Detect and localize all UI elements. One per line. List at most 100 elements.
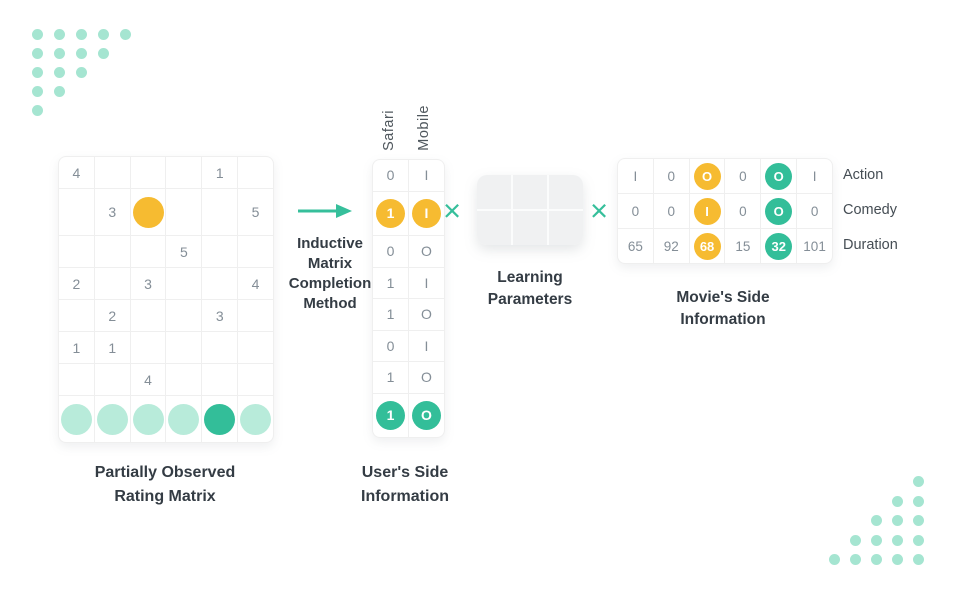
matrix-cell: 68 bbox=[689, 229, 725, 263]
cell-value: O bbox=[421, 243, 432, 260]
matrix-cell bbox=[130, 157, 166, 188]
cell-value: 0 bbox=[386, 337, 395, 354]
highlight-circle-teal: 1 bbox=[376, 400, 405, 430]
matrix-cell: O bbox=[409, 236, 444, 267]
matrix-cell bbox=[94, 236, 130, 267]
matrix-cell bbox=[94, 396, 130, 442]
cell-value: I bbox=[424, 274, 429, 291]
decor-dot-row bbox=[829, 534, 924, 546]
matrix-cell: 2 bbox=[59, 268, 94, 299]
matrix-cell bbox=[166, 268, 202, 299]
decor-dot bbox=[54, 67, 65, 78]
matrix-cell bbox=[202, 268, 238, 299]
matrix-cell: I bbox=[409, 330, 444, 361]
matrix-cell bbox=[238, 332, 273, 363]
rating-matrix-label: Partially Observed Rating Matrix bbox=[45, 461, 285, 509]
cell-value: O bbox=[421, 306, 432, 323]
decor-dot bbox=[32, 67, 43, 78]
decor-dot-row bbox=[32, 105, 131, 116]
method-label-line2: Matrix bbox=[307, 255, 353, 272]
user-matrix-label: User's Side Information bbox=[315, 461, 495, 509]
decor-dot bbox=[871, 534, 882, 546]
parameter-cell bbox=[513, 175, 547, 209]
decor-dot bbox=[54, 29, 65, 40]
matrix-cell: 0 bbox=[725, 159, 761, 193]
cell-value: 5 bbox=[251, 204, 260, 220]
highlight-circle-teal_light bbox=[60, 403, 92, 435]
decor-dot bbox=[54, 48, 65, 59]
highlight-circle-teal_light bbox=[132, 403, 164, 435]
cell-value: 1 bbox=[386, 306, 395, 323]
cell-value: 0 bbox=[739, 203, 747, 219]
matrix-cell bbox=[202, 396, 238, 442]
method-label-line4: Method bbox=[303, 295, 357, 312]
decor-dot-row bbox=[829, 476, 924, 487]
matrix-cell bbox=[202, 332, 238, 363]
matrix-cell bbox=[238, 157, 273, 188]
matrix-cell bbox=[94, 364, 130, 395]
movie-row-label-comedy: Comedy bbox=[843, 201, 897, 218]
movie-matrix-label-line2: Information bbox=[680, 311, 766, 328]
matrix-cell bbox=[59, 396, 94, 442]
highlight-circle-yellow: O bbox=[693, 162, 721, 190]
learning-parameters-label-line1: Learning bbox=[497, 269, 563, 286]
matrix-cell bbox=[166, 189, 202, 235]
matrix-cell bbox=[238, 364, 273, 395]
cell-value: 4 bbox=[144, 371, 152, 388]
matrix-cell: 4 bbox=[130, 364, 166, 395]
decor-dot bbox=[76, 67, 87, 78]
matrix-cell: 1 bbox=[373, 267, 408, 298]
matrix-cell bbox=[94, 268, 130, 299]
cell-value: 0 bbox=[739, 168, 747, 184]
matrix-cell bbox=[202, 189, 238, 235]
cell-value: 92 bbox=[663, 238, 679, 254]
decor-dot bbox=[871, 515, 882, 526]
matrix-cell: I bbox=[797, 159, 832, 193]
cell-value: 4 bbox=[72, 164, 81, 181]
cell-value: 0 bbox=[667, 203, 675, 219]
matrix-cell: 92 bbox=[653, 229, 689, 263]
matrix-cell: 1 bbox=[373, 299, 408, 330]
matrix-cell: 1 bbox=[59, 332, 94, 363]
parameter-cell bbox=[477, 175, 511, 209]
cell-value: 3 bbox=[108, 204, 117, 220]
matrix-cell: 0 bbox=[373, 160, 408, 191]
matrix-cell: O bbox=[409, 393, 444, 437]
parameter-cell bbox=[477, 211, 511, 245]
cell-value: 1 bbox=[72, 339, 81, 356]
learning-parameters-label: Learning Parameters bbox=[450, 267, 610, 311]
decor-dot bbox=[871, 554, 882, 565]
decor-dot bbox=[913, 476, 924, 487]
movie-row-label-action: Action bbox=[843, 167, 884, 184]
user-matrix-label-line2: Information bbox=[361, 488, 449, 505]
movie-matrix-label: Movie's Side Information bbox=[623, 287, 823, 331]
matrix-cell: 1 bbox=[373, 191, 408, 235]
cell-value: O bbox=[421, 369, 432, 386]
highlight-circle-teal: 32 bbox=[765, 232, 793, 260]
cell-value: 0 bbox=[667, 168, 675, 184]
decor-dot bbox=[892, 554, 903, 565]
matrix-cell: 0 bbox=[373, 330, 408, 361]
matrix-cell: O bbox=[761, 159, 797, 193]
matrix-cell: 3 bbox=[94, 189, 130, 235]
matrix-cell: I bbox=[409, 191, 444, 235]
decor-dot bbox=[98, 48, 109, 59]
matrix-cell: 5 bbox=[166, 236, 202, 267]
parameter-cell bbox=[549, 175, 583, 209]
decor-dot bbox=[76, 48, 87, 59]
matrix-cell: 4 bbox=[238, 268, 273, 299]
matrix-cell: 1 bbox=[373, 362, 408, 393]
matrix-cell: 5 bbox=[238, 189, 273, 235]
cell-value: 5 bbox=[180, 243, 188, 260]
matrix-cell bbox=[130, 332, 166, 363]
cell-value: 2 bbox=[108, 307, 117, 324]
matrix-cell bbox=[130, 236, 166, 267]
decor-dot bbox=[829, 554, 840, 565]
matrix-cell bbox=[166, 364, 202, 395]
matrix-cell: 0 bbox=[618, 194, 653, 228]
decor-dot bbox=[32, 105, 43, 116]
matrix-cell bbox=[130, 189, 166, 235]
matrix-cell: 4 bbox=[59, 157, 94, 188]
decor-dot bbox=[913, 495, 924, 507]
